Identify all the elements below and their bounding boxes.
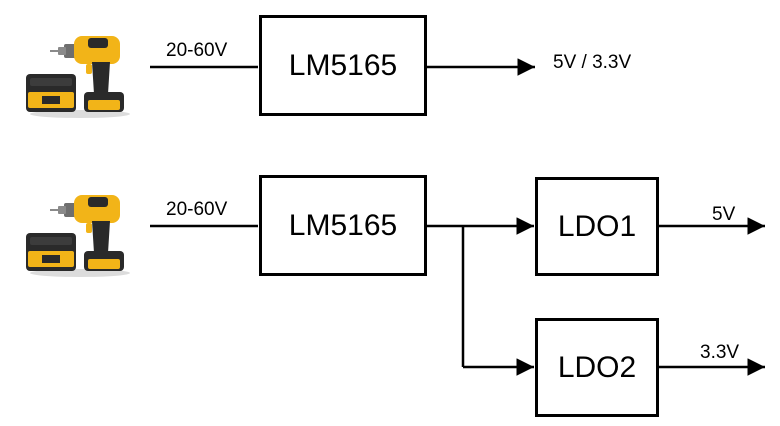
ldo2-output-label: 3.3V [700, 342, 740, 363]
ldo2-label: LDO2 [557, 350, 637, 384]
input-voltage-label: 20-60V [166, 199, 228, 220]
converter-label: LM5165 [288, 48, 398, 82]
output-voltage-label: 5V / 3.3V [553, 52, 632, 73]
ldo1-output-label: 5V [712, 204, 736, 225]
buck-converter-block: LM5165 [259, 175, 427, 276]
buck-converter-block: LM5165 [259, 15, 427, 116]
input-voltage-label: 20-60V [166, 40, 228, 61]
ldo1-block: LDO1 [535, 177, 659, 276]
converter-label: LM5165 [288, 208, 398, 242]
ldo2-block: LDO2 [535, 318, 659, 417]
cordless-drill-icon [26, 195, 130, 277]
cordless-drill-icon [26, 36, 130, 118]
ldo1-label: LDO1 [557, 209, 637, 243]
